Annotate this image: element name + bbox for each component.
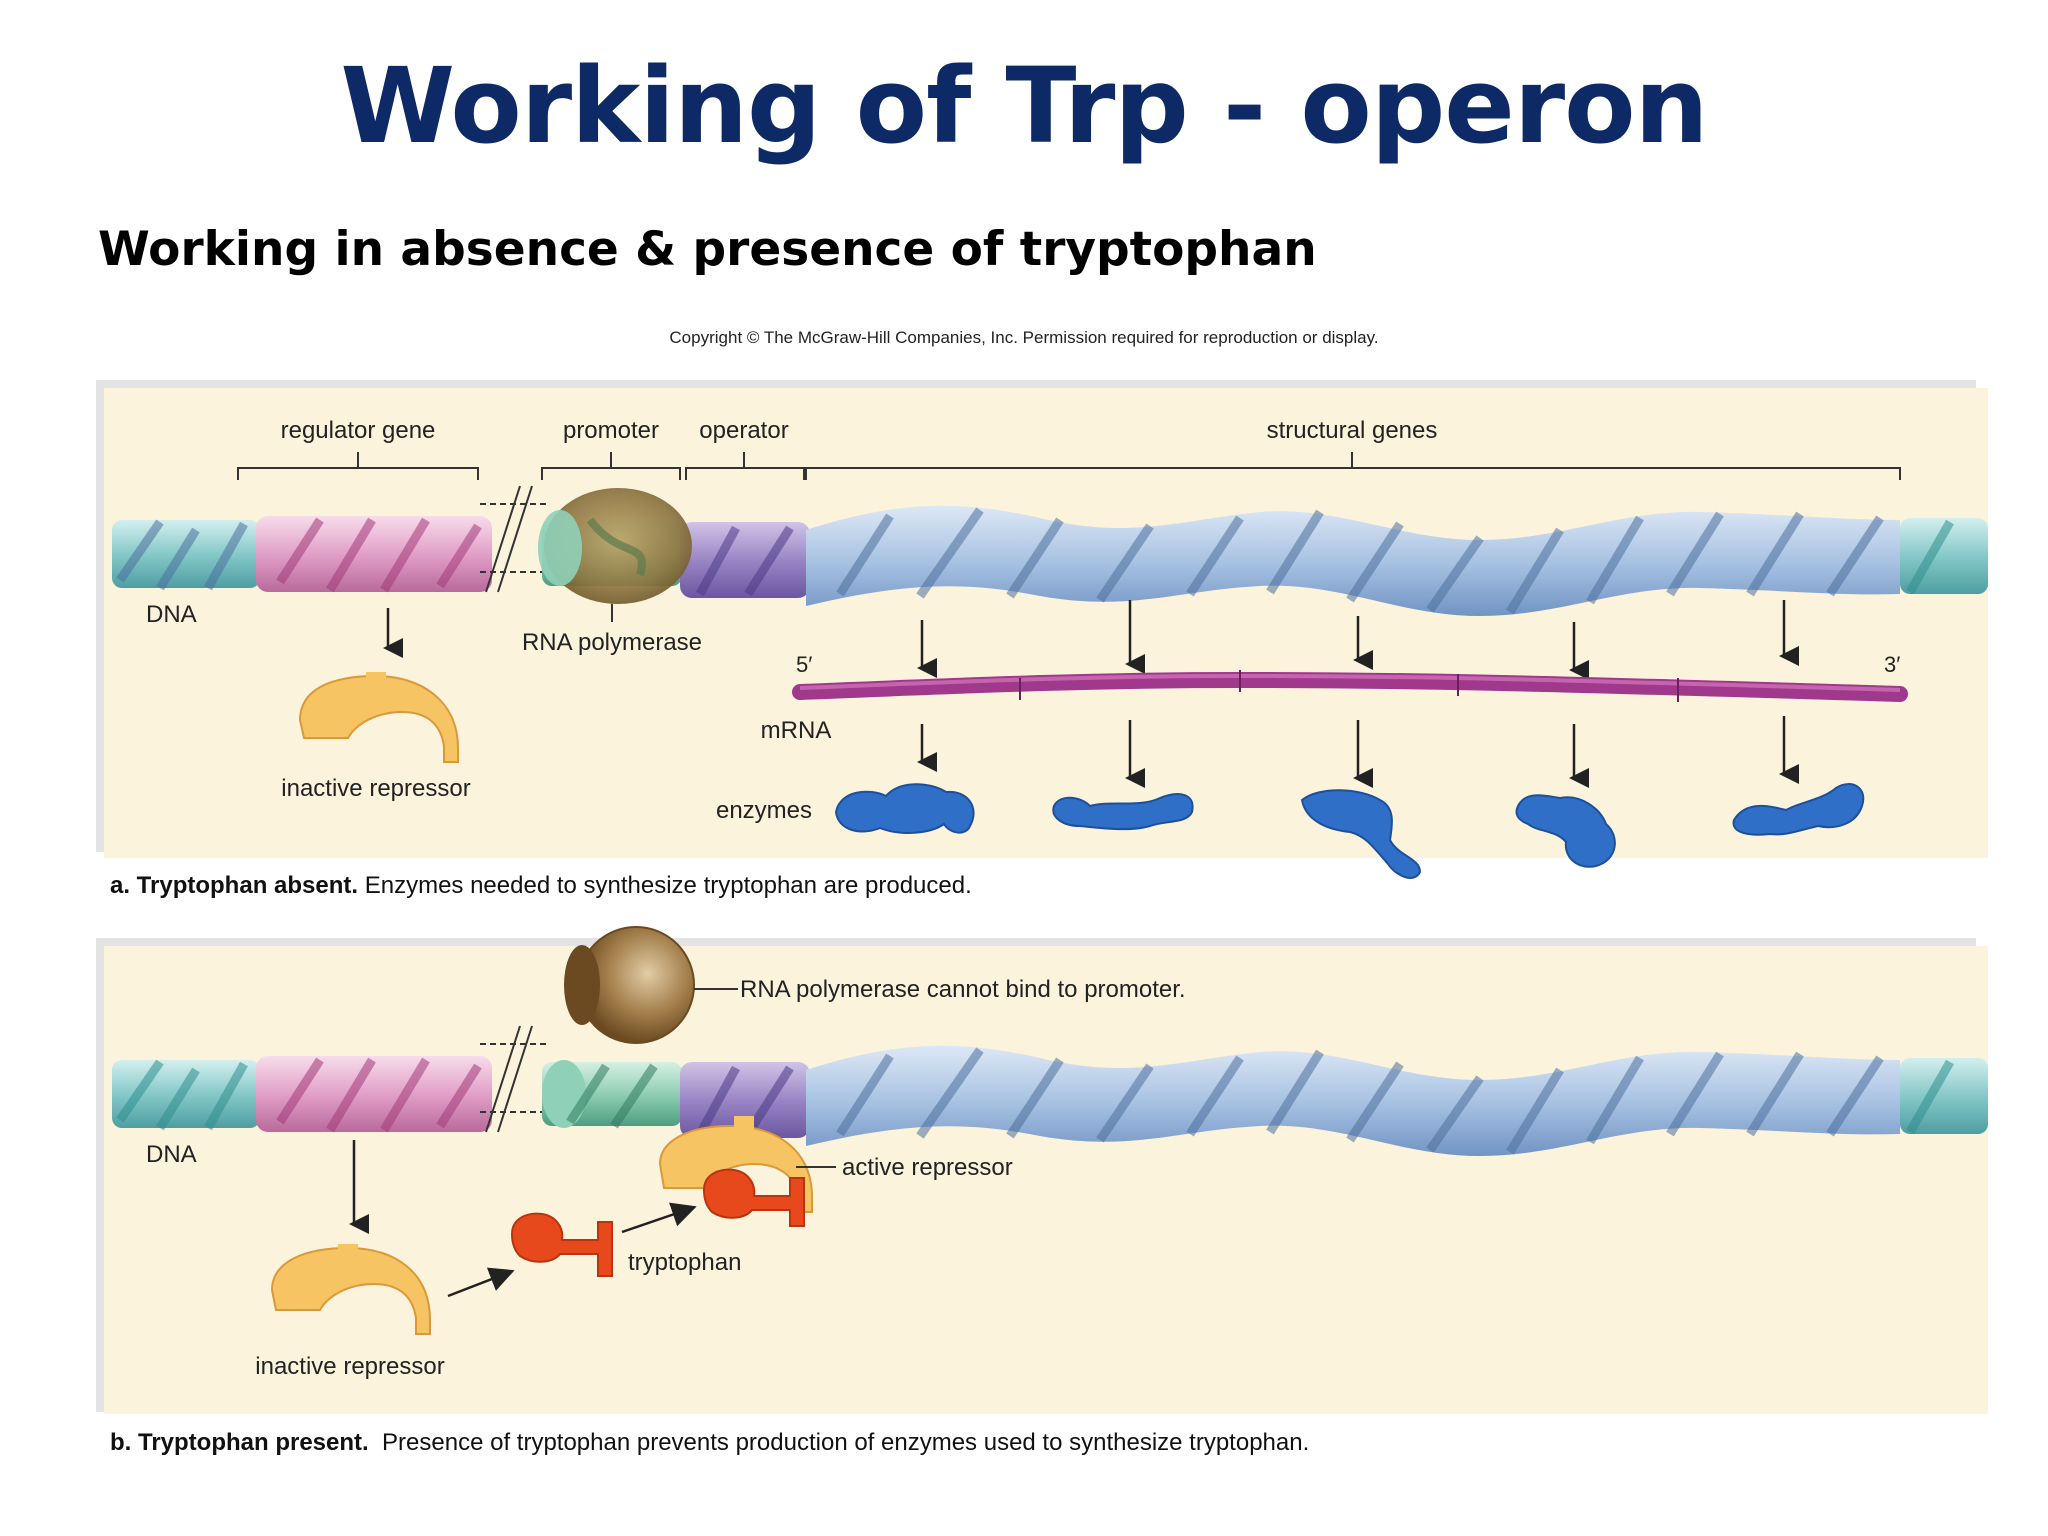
inactive-repressor-label-b: inactive repressor	[255, 1353, 444, 1380]
tryptophan-label: tryptophan	[628, 1249, 741, 1276]
page-title: Working of Trp - operon	[340, 45, 1708, 167]
rna-polymerase-note: RNA polymerase cannot bind to promoter.	[740, 976, 1186, 1003]
enzyme-4	[1515, 794, 1616, 868]
dna-break-mark	[480, 485, 548, 593]
regulator-gene-label: regulator gene	[281, 417, 436, 444]
three-prime-label: 3′	[1884, 652, 1900, 677]
bound-tryptophan	[702, 1168, 805, 1227]
repressor-to-tryptophan-arrow	[447, 1267, 515, 1298]
rna-polymerase-free	[564, 926, 695, 1044]
dna-strand-b	[112, 1025, 1988, 1156]
rna-polymerase-swirl	[586, 517, 646, 577]
panel-a: regulator gene promoter operator structu…	[96, 380, 1988, 879]
copyright-notice: Copyright © The McGraw-Hill Companies, I…	[669, 328, 1379, 347]
transcription-arrows	[917, 600, 1799, 680]
page-subtitle: Working in absence & presence of tryptop…	[98, 222, 1317, 277]
dna-break-mark-b	[480, 1025, 548, 1133]
operator-label: operator	[699, 417, 788, 444]
mrna-dividers	[1019, 670, 1679, 702]
panel-a-caption: a. Tryptophan absent. Enzymes needed to …	[110, 872, 972, 899]
helix-stripes	[116, 507, 1954, 615]
rna-polymerase-label: RNA polymerase	[522, 629, 702, 656]
mrna-label: mRNA	[761, 717, 832, 744]
inactive-repressor-b	[270, 1244, 431, 1335]
panel-b-background	[104, 946, 1988, 1414]
active-repressor-label: active repressor	[842, 1154, 1013, 1181]
panel-b-caption-text: Presence of tryptophan prevents producti…	[369, 1429, 1310, 1456]
inactive-repressor-label-a: inactive repressor	[281, 775, 470, 802]
enzyme-5	[1732, 783, 1865, 836]
enzymes	[834, 783, 1865, 879]
translation-arrows	[917, 716, 1799, 788]
rna-polymerase-opening	[538, 510, 582, 586]
structural-genes-label: structural genes	[1267, 417, 1438, 444]
five-prime-label: 5′	[796, 652, 812, 677]
enzyme-1	[834, 783, 975, 834]
panel-b: RNA polymerase cannot bind to promoter.	[96, 926, 1988, 1414]
panel-b-caption: b. Tryptophan present. Presence of trypt…	[110, 1429, 1309, 1456]
enzymes-label: enzymes	[716, 797, 812, 824]
helix-stripes-b	[116, 1047, 1954, 1155]
mrna-highlight	[799, 673, 1901, 692]
promoter-label: promoter	[563, 417, 659, 444]
panel-a-caption-bold: a. Tryptophan absent.	[110, 872, 358, 899]
panel-a-background	[104, 388, 1988, 858]
tryptophan-to-active-arrow	[621, 1202, 697, 1234]
active-repressor	[658, 1116, 813, 1227]
panel-b-caption-bold: b. Tryptophan present.	[110, 1429, 369, 1456]
dna-label-a: DNA	[146, 601, 197, 628]
promoter-end-b	[542, 1060, 586, 1128]
panel-a-caption-text: Enzymes needed to synthesize tryptophan …	[358, 872, 972, 899]
enzyme-3	[1300, 789, 1422, 879]
region-brackets	[237, 452, 1901, 480]
enzyme-2	[1052, 793, 1194, 831]
inactive-repressor-a	[298, 672, 459, 763]
tryptophan-molecule	[510, 1212, 613, 1277]
mrna-strand	[792, 671, 1908, 702]
rna-polymerase-bound	[538, 488, 692, 604]
dna-label-b: DNA	[146, 1141, 197, 1168]
